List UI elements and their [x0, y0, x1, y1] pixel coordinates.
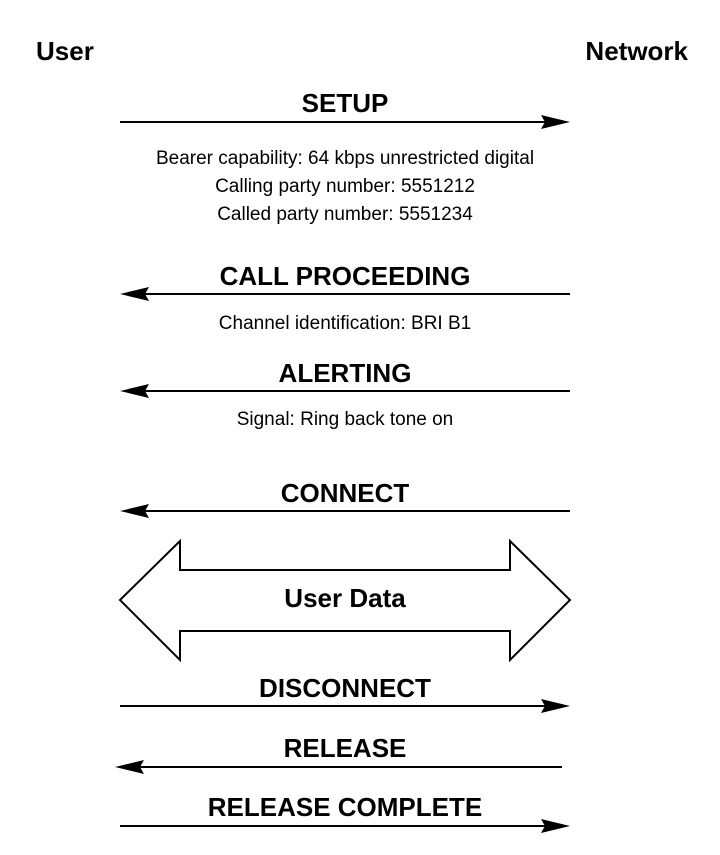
setup-message-label: SETUP: [301, 88, 389, 118]
user-party-label: User: [36, 36, 94, 66]
channel-identification-text: Channel identification: BRI B1: [218, 313, 472, 334]
network-party-label: Network: [585, 36, 688, 66]
connect-arrow: [120, 504, 570, 518]
alerting-arrow: [120, 384, 570, 398]
release-message-label: RELEASE: [283, 733, 407, 763]
called-party-number-text: Called party number: 5551234: [217, 204, 473, 225]
user-data-double-arrow: [118, 538, 572, 663]
connect-message-label: CONNECT: [280, 478, 410, 508]
disconnect-message-label: DISCONNECT: [259, 673, 431, 703]
disconnect-arrow: [120, 699, 570, 713]
call-proceeding-message-label: CALL PROCEEDING: [219, 261, 471, 291]
bearer-capability-text: Bearer capability: 64 kbps unrestricted …: [155, 148, 535, 169]
setup-arrow: [120, 115, 570, 129]
user-data-label: User Data: [284, 583, 406, 613]
calling-party-number-text: Calling party number: 5551212: [215, 176, 475, 197]
release-complete-message-label: RELEASE COMPLETE: [207, 792, 483, 822]
call-proceeding-arrow: [120, 287, 570, 301]
alerting-message-label: ALERTING: [278, 358, 412, 388]
signal-text: Signal: Ring back tone on: [236, 409, 454, 430]
release-complete-arrow: [120, 819, 570, 833]
release-arrow: [115, 760, 562, 774]
